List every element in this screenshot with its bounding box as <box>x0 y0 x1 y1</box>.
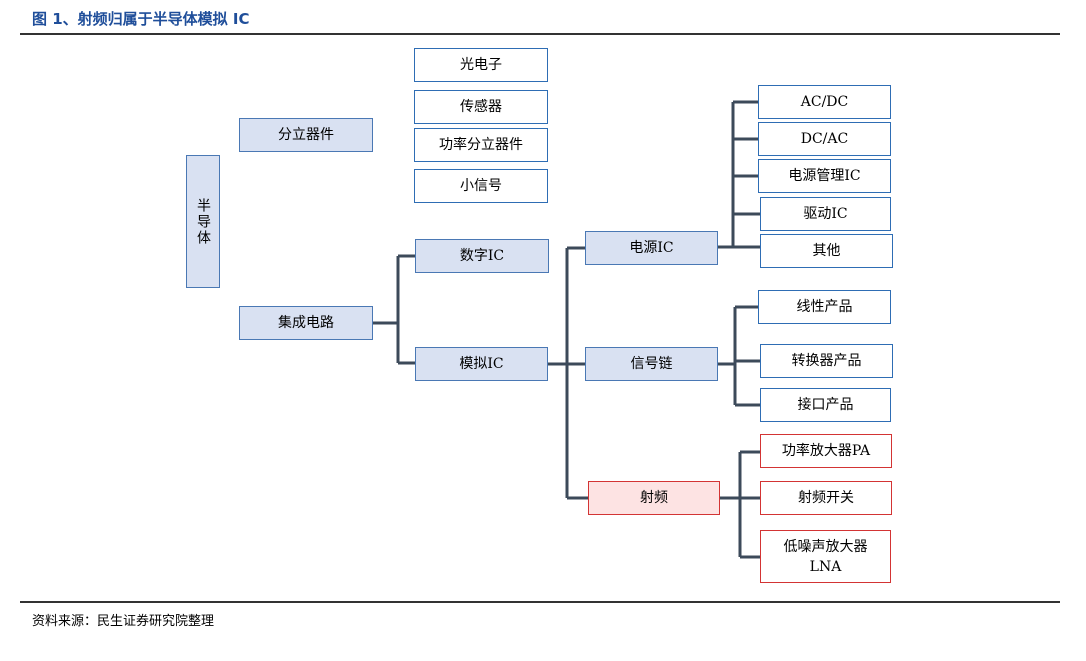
node-lna: 低噪声放大器 LNA <box>760 530 891 583</box>
node-signal-chain: 信号链 <box>585 347 718 381</box>
node-pa: 功率放大器PA <box>760 434 892 468</box>
node-power-discrete: 功率分立器件 <box>414 128 548 162</box>
node-ic: 集成电路 <box>239 306 373 340</box>
connector-ic <box>373 254 415 365</box>
node-optoelectronic: 光电子 <box>414 48 548 82</box>
node-analog-ic: 模拟IC <box>415 347 548 381</box>
connector-analog <box>548 246 588 500</box>
node-lna-line1: 低噪声放大器 <box>783 538 868 555</box>
node-rf-switch: 射频开关 <box>760 481 892 515</box>
node-converter: 转换器产品 <box>760 344 893 378</box>
connector-power <box>718 100 760 249</box>
top-rule <box>20 33 1060 35</box>
node-pmic: 电源管理IC <box>758 159 891 193</box>
node-small-signal: 小信号 <box>414 169 548 203</box>
connector-signal <box>718 305 760 407</box>
node-rf: 射频 <box>588 481 720 515</box>
figure-title: 图 1、射频归属于半导体模拟 IC <box>32 10 250 28</box>
node-sensor: 传感器 <box>414 90 548 124</box>
node-semiconductor: 半导体 <box>186 155 220 288</box>
node-driver-ic: 驱动IC <box>760 197 891 231</box>
node-other: 其他 <box>760 234 893 268</box>
node-ac-dc: AC/DC <box>758 85 891 119</box>
node-interface: 接口产品 <box>760 388 891 422</box>
connector-rf <box>720 450 760 559</box>
bottom-rule <box>20 601 1060 603</box>
source-note: 资料来源：民生证券研究院整理 <box>32 614 215 629</box>
node-linear: 线性产品 <box>758 290 891 324</box>
node-lna-line2: LNA <box>809 558 842 575</box>
node-power-ic: 电源IC <box>585 231 718 265</box>
node-dc-ac: DC/AC <box>758 122 891 156</box>
node-digital-ic: 数字IC <box>415 239 549 273</box>
node-discrete: 分立器件 <box>239 118 373 152</box>
